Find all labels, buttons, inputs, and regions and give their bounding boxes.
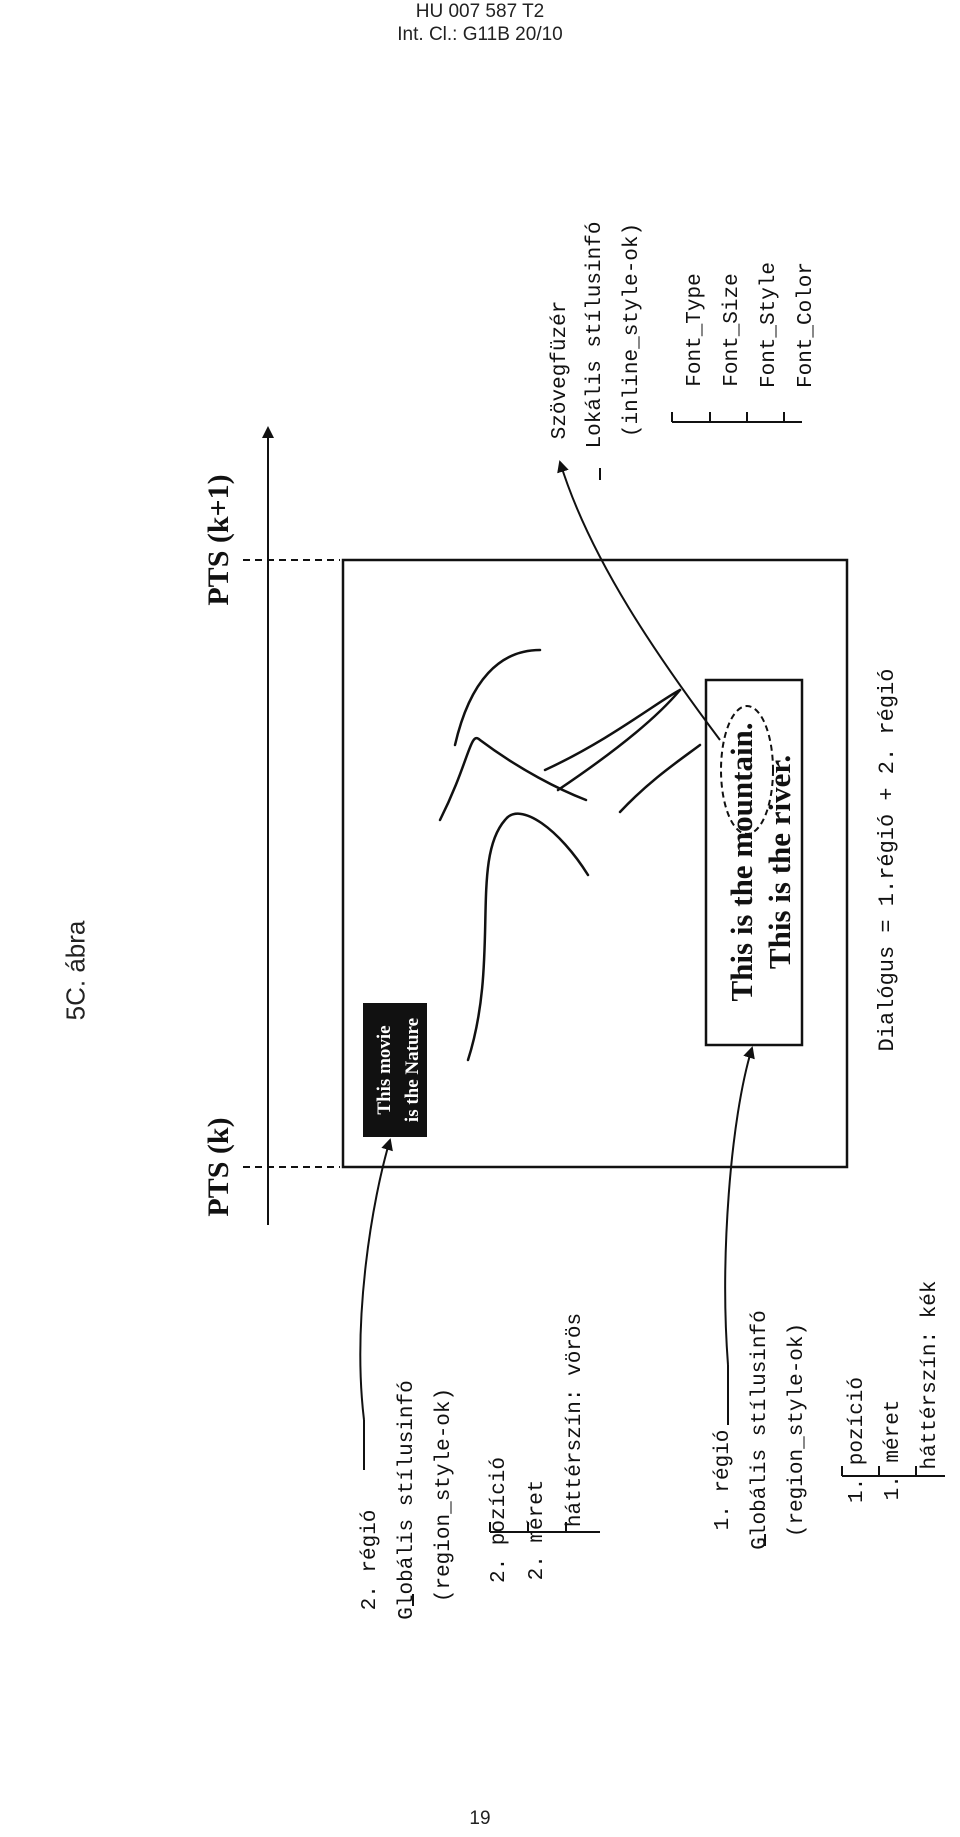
pts-k-label: PTS (k) xyxy=(202,1117,235,1216)
region1-line1: This is the mountain. xyxy=(724,722,759,1001)
inline-title: Szövegfüzér xyxy=(549,301,572,440)
pts-k1-label: PTS (k+1) xyxy=(202,474,235,605)
inline-line2: (inline_style-ok) xyxy=(621,223,644,437)
classification: Int. Cl.: G11B 20/10 xyxy=(397,24,563,45)
inline-item-font-size: Font_Size xyxy=(721,273,744,386)
page-header: HU 007 587 T2 Int. Cl.: G11B 20/10 xyxy=(0,0,960,46)
inline-line1: Lokális stílusinfó xyxy=(584,222,607,449)
region2-line1: This movie xyxy=(374,1025,395,1114)
region2-line2: is the Nature xyxy=(402,1018,423,1122)
region1-title: 1. régió xyxy=(712,1430,735,1531)
region1-arrow xyxy=(724,1046,755,1366)
region2-title: 2. régió xyxy=(359,1510,382,1611)
inline-note: Szövegfüzér Lokális stílusinfó (inline_s… xyxy=(549,222,818,449)
mountain-highlight xyxy=(720,705,774,835)
patent-number: HU 007 587 T2 xyxy=(415,1,545,22)
inline-item-font-color: Font_Color xyxy=(795,262,818,388)
region1-bracket xyxy=(841,1466,945,1477)
region1-item-size: 1. méret xyxy=(882,1400,905,1501)
dialog-formula: Dialógus = 1.régió + 2. régió xyxy=(875,669,900,1052)
region1-item-bgcolor: háttérszín: kék xyxy=(919,1280,942,1469)
region1-note: 1. régió Globális stílusinfó (region_sty… xyxy=(712,1280,942,1549)
inline-item-font-type: Font_Type xyxy=(684,273,707,386)
page-number: 19 xyxy=(469,1808,491,1829)
region2-line2: (region_style-ok) xyxy=(433,1388,456,1602)
region2-note: 2. régió Globális stílusinfó (region_sty… xyxy=(359,1313,587,1620)
region2-item-size: 2. méret xyxy=(526,1480,549,1581)
inline-arrow xyxy=(557,460,721,741)
screen-frame xyxy=(341,558,849,1169)
region1-item-position: 1. pozíció xyxy=(846,1377,869,1503)
landscape-drawing xyxy=(438,648,702,1062)
region1-line2: This is the river. xyxy=(762,755,797,969)
region2-bracket xyxy=(489,1522,600,1533)
region2-box xyxy=(363,1003,427,1137)
region1-line1: Globális stílusinfó xyxy=(749,1310,772,1549)
inline-bracket xyxy=(671,412,802,423)
region1-line2: (region_style-ok) xyxy=(786,1323,809,1537)
region2-line1: Globális stílusinfó xyxy=(396,1380,419,1619)
region1-box xyxy=(704,678,804,1047)
region2-item-bgcolor: háttérszín: vörös xyxy=(564,1313,587,1527)
region2-arrow xyxy=(359,1138,393,1421)
inline-item-font-style: Font_Style xyxy=(758,262,781,388)
region2-item-position: 2. pozíció xyxy=(488,1457,511,1583)
